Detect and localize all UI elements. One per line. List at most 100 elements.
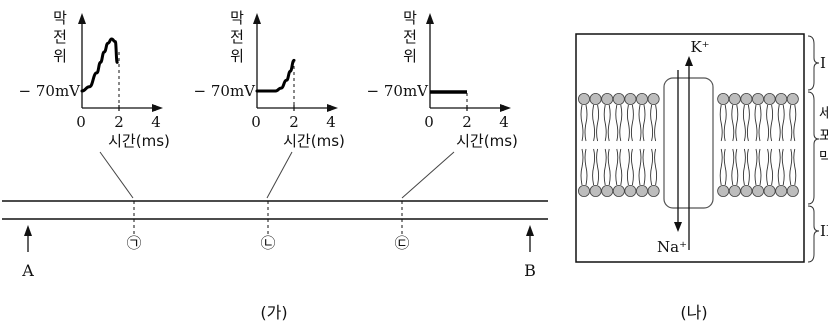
x-axis-arrow: [500, 104, 511, 112]
caption-na: (나): [680, 303, 707, 322]
caption-ga: (가): [260, 303, 287, 322]
graph-1: 막 전 위 − 70mV 0 2 4 시간(ms): [19, 9, 170, 150]
lipid-head: [647, 93, 660, 106]
x-tick-label: 0: [76, 113, 86, 131]
lipid-head: [775, 184, 788, 197]
lipid-head: [612, 93, 625, 106]
stimulus-arrow-b-head: [526, 225, 534, 236]
lipid-tail: [731, 148, 735, 186]
lipid-tail: [654, 104, 658, 142]
lipid-tail: [615, 104, 619, 142]
lipid-head: [763, 93, 776, 106]
lipid-tail: [789, 104, 793, 142]
connector-line: [266, 151, 293, 199]
lipid-tail: [630, 148, 634, 186]
y-label-char: 전: [53, 28, 67, 46]
x-tick-label: 4: [326, 113, 336, 131]
lipid-tail: [615, 148, 619, 186]
y-label-char: 위: [53, 47, 67, 65]
lipid-tail: [638, 148, 642, 186]
y-label-char: 전: [403, 28, 417, 46]
lipid-head: [578, 184, 591, 197]
lipid-head: [601, 184, 614, 197]
region-label-bottom: II: [820, 222, 828, 240]
lipid-tail: [603, 148, 607, 186]
lipid-tail: [781, 104, 785, 142]
lipid-tail: [592, 148, 596, 186]
y-label-char: 막: [53, 9, 67, 27]
lipid-tail: [754, 148, 758, 186]
y-label-char: 막: [230, 9, 244, 27]
potential-curve: [255, 58, 296, 93]
lipid-tail: [789, 148, 793, 186]
lipid-head: [728, 184, 741, 197]
region-label-membrane: 포: [819, 128, 828, 144]
region-label-membrane: 막: [819, 150, 828, 166]
y-axis-arrow: [426, 13, 434, 24]
stimulus-arrow-a-head: [24, 225, 32, 236]
na-flow-arrow-head: [674, 222, 682, 232]
lipid-tail: [619, 104, 623, 142]
lipid-head: [624, 93, 637, 106]
y-axis-arrow: [253, 13, 261, 24]
y-tick-label: − 70mV: [194, 82, 257, 100]
lipid-tail: [746, 104, 750, 142]
lipid-tail: [596, 148, 600, 186]
graph-3: 막 전 위 − 70mV 0 2 4 시간(ms): [367, 9, 518, 150]
k-ion-label: K⁺: [690, 38, 709, 56]
region-label-membrane: 세: [819, 106, 828, 122]
lipid-head: [647, 184, 660, 197]
lipid-head: [636, 93, 649, 106]
lipid-tail: [719, 104, 723, 142]
lipid-head: [624, 184, 637, 197]
lipid-tail: [742, 104, 746, 142]
na-ion-label: Na⁺: [657, 238, 687, 256]
axon: ㉠ ㉡ ㉢ A B: [2, 200, 548, 280]
graph-2: 막 전 위 − 70mV 0 2 4 시간(ms): [194, 9, 345, 150]
k-flow-arrow-head: [685, 56, 693, 66]
lipid-tail: [580, 104, 584, 142]
y-label-char: 위: [230, 47, 244, 65]
lipid-tail: [719, 148, 723, 186]
lipid-tail: [592, 104, 596, 142]
x-axis-label: 시간(ms): [283, 132, 345, 150]
lipid-tail: [766, 148, 770, 186]
x-tick-label: 0: [251, 113, 261, 131]
x-tick-label: 2: [462, 113, 472, 131]
lipid-head: [589, 184, 602, 197]
lipid-tail: [642, 104, 646, 142]
lipid-tail: [758, 148, 762, 186]
lipid-tail: [766, 104, 770, 142]
lipid-tail: [638, 104, 642, 142]
y-label-char: 위: [403, 47, 417, 65]
y-label-char: 전: [230, 28, 244, 46]
x-axis-label: 시간(ms): [108, 132, 170, 150]
lipid-head: [752, 184, 765, 197]
x-tick-label: 4: [151, 113, 161, 131]
y-axis-arrow: [78, 13, 86, 24]
lipid-head: [589, 93, 602, 106]
end-label-b: B: [524, 261, 536, 280]
lipid-head: [763, 184, 776, 197]
region-bracket: [807, 35, 820, 91]
lipid-tail: [777, 104, 781, 142]
region-bracket: [807, 205, 820, 263]
lipid-tail: [746, 148, 750, 186]
lipid-head: [728, 93, 741, 106]
lipid-tail: [650, 148, 654, 186]
lipid-head: [612, 184, 625, 197]
lipid-head: [717, 184, 730, 197]
lipid-head: [786, 93, 799, 106]
lipid-tail: [584, 148, 588, 186]
lipid-head: [786, 184, 799, 197]
y-label-char: 막: [403, 9, 417, 27]
lipid-head: [740, 184, 753, 197]
lipid-tail: [626, 148, 630, 186]
lipid-tail: [603, 104, 607, 142]
y-tick-label: − 70mV: [19, 82, 82, 100]
lipid-tail: [580, 148, 584, 186]
y-tick-label: − 70mV: [367, 82, 430, 100]
lipid-head: [775, 93, 788, 106]
lipid-tail: [770, 148, 774, 186]
